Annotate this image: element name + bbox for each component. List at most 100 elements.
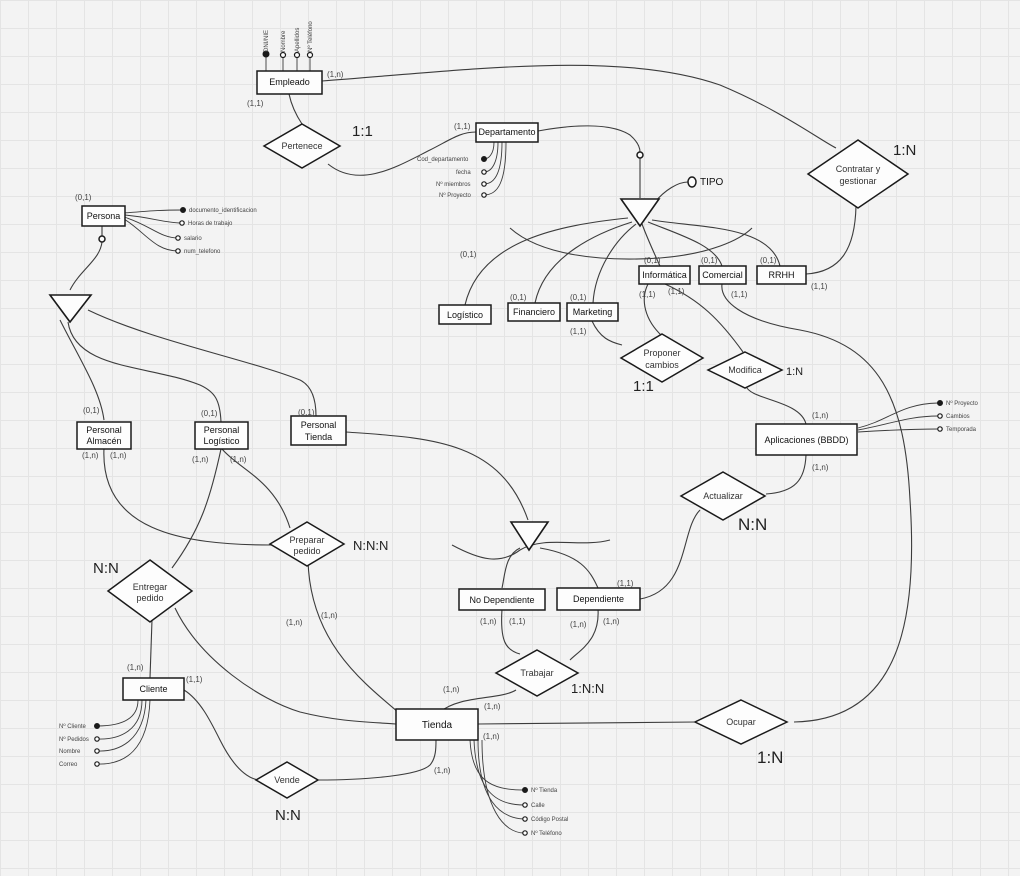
attr-persona-documento: documento_identificacion — [189, 208, 257, 214]
relationship-vende[interactable]: Vende — [254, 761, 320, 799]
card-c12: (1,1) — [668, 287, 685, 296]
specialization-personal-tienda[interactable] — [509, 521, 550, 552]
card-c17: (1,n) — [812, 463, 829, 472]
attr-aplicaciones-temporada: Temporada — [946, 427, 977, 433]
entity-departamento[interactable]: Departamento — [475, 122, 539, 143]
relationship-pertenece[interactable]: Pertenece — [262, 123, 342, 169]
card-c11: (1,1) — [639, 290, 656, 299]
card-c30: (1,n) — [570, 620, 587, 629]
tipo-label: TIPO — [700, 177, 724, 188]
card-c15: (1,1) — [570, 327, 587, 336]
entity-cliente-label: Cliente — [139, 684, 167, 694]
entity-financiero[interactable]: Financiero — [507, 302, 561, 322]
relationship-proponer-label-1: Proponer — [643, 348, 680, 358]
card-c37: (1,n) — [434, 766, 451, 775]
ratio-contratar: 1:N — [893, 142, 916, 159]
attr-aplicaciones-proyecto: Nº Proyecto — [946, 400, 979, 407]
card-c04: (0,1) — [75, 193, 92, 202]
card-c03: (1,1) — [454, 122, 471, 131]
relationship-modifica[interactable]: Modifica — [706, 351, 784, 389]
attr-persona-horas: Horas de trabajo — [188, 221, 233, 227]
card-c28: (1,n) — [480, 617, 497, 626]
card-c06: (0,1) — [644, 256, 661, 265]
attribute-labels: DNI/NIE Nombre Apellidos Nº Teléfono Cod… — [59, 21, 979, 837]
attr-empleado-telefono: Nº Teléfono — [307, 21, 314, 52]
relationship-actualizar[interactable]: Actualizar — [679, 471, 767, 521]
entity-rrhh[interactable]: RRHH — [756, 265, 807, 285]
entity-cliente[interactable]: Cliente — [122, 677, 185, 701]
attr-departamento-miembros: Nº miembros — [436, 181, 471, 188]
entity-persona-label: Persona — [87, 211, 121, 221]
connector-lines — [59, 54, 939, 834]
ratio-proponer: 1:1 — [633, 378, 654, 395]
relationship-proponer[interactable]: Proponer cambios — [619, 333, 705, 383]
entity-aplicaciones-label: Aplicaciones (BBDD) — [764, 435, 848, 445]
card-c33: (1,1) — [186, 675, 203, 684]
relationship-entregar-label-1: Entregar — [133, 582, 168, 592]
attr-departamento-proyecto: Nº Proyecto — [439, 192, 472, 199]
entity-aplicaciones[interactable]: Aplicaciones (BBDD) — [755, 423, 858, 456]
entity-empleado[interactable]: Empleado — [256, 70, 323, 95]
card-c18: (0,1) — [83, 406, 100, 415]
relationship-ocupar-label: Ocupar — [726, 717, 756, 727]
attr-departamento-fecha: fecha — [456, 170, 471, 176]
card-c22: (1,n) — [110, 451, 127, 460]
entity-informatica[interactable]: Informática — [638, 265, 691, 285]
entity-personal-tienda-label-2: Tienda — [305, 432, 332, 442]
relationship-contratar[interactable]: Contratar y gestionar — [806, 139, 910, 209]
attr-cliente-nombre: Nombre — [59, 749, 81, 755]
card-c01: (1,n) — [327, 70, 344, 79]
relationship-ocupar[interactable]: Ocupar — [693, 699, 789, 745]
card-c20: (0,1) — [298, 408, 315, 417]
entity-personal-logistico-label-1: Personal — [204, 425, 240, 435]
entity-personal-almacen-label-1: Personal — [86, 425, 122, 435]
entity-marketing[interactable]: Marketing — [566, 302, 619, 322]
relationship-preparar-label-1: Preparar — [289, 535, 324, 545]
card-c23: (1,n) — [192, 455, 209, 464]
entity-personal-tienda[interactable]: Personal Tienda — [290, 415, 347, 446]
attr-aplicaciones-cambios: Cambios — [946, 414, 970, 420]
card-c08: (0,1) — [760, 256, 777, 265]
entity-dependiente[interactable]: Dependiente — [556, 587, 641, 611]
relationship-entregar-label-2: pedido — [136, 593, 163, 603]
entity-logistico-label: Logístico — [447, 310, 483, 320]
entity-personal-logistico-label-2: Logístico — [203, 436, 239, 446]
entity-personal-logistico[interactable]: Personal Logístico — [194, 421, 249, 450]
entity-comercial-label: Comercial — [702, 270, 743, 280]
entity-no-dependiente[interactable]: No Dependiente — [458, 588, 546, 611]
card-c31: (1,n) — [603, 617, 620, 626]
relationship-entregar[interactable]: Entregar pedido — [106, 559, 194, 623]
entity-tienda-label: Tienda — [422, 720, 453, 731]
relationship-preparar[interactable]: Preparar pedido — [268, 521, 346, 567]
specialization-departamento[interactable] — [619, 151, 661, 228]
card-c19: (0,1) — [201, 409, 218, 418]
ratio-entregar: N:N — [93, 560, 119, 577]
entity-logistico[interactable]: Logístico — [438, 304, 492, 325]
ratio-modifica: 1:N — [786, 366, 803, 378]
entity-persona[interactable]: Persona — [81, 205, 126, 227]
specialization-persona[interactable] — [48, 235, 106, 324]
entity-rrhh-label: RRHH — [769, 270, 795, 280]
relationship-trabajar[interactable]: Trabajar — [494, 649, 580, 697]
attr-cliente-pedidos: Nº Pedidos — [59, 736, 89, 743]
entity-empleado-label: Empleado — [269, 77, 310, 87]
card-c02: (1,1) — [247, 99, 264, 108]
entity-marketing-label: Marketing — [573, 307, 613, 317]
card-c24: (1,n) — [230, 455, 247, 464]
card-c10: (0,1) — [570, 293, 587, 302]
entity-informatica-label: Informática — [642, 270, 687, 280]
relationship-pertenece-label: Pertenece — [281, 141, 322, 151]
relationship-vende-label: Vende — [274, 775, 300, 785]
entity-comercial[interactable]: Comercial — [698, 265, 747, 285]
card-c14: (1,1) — [811, 282, 828, 291]
attr-empleado-apellidos: Apellidos — [295, 28, 301, 52]
card-c35: (1,n) — [484, 702, 501, 711]
card-c21: (1,n) — [82, 451, 99, 460]
entity-tienda[interactable]: Tienda — [395, 708, 479, 741]
relationship-contratar-label-1: Contratar y — [836, 164, 881, 174]
tipo-discriminator[interactable]: TIPO — [687, 176, 724, 188]
entity-personal-almacen[interactable]: Personal Almacén — [76, 421, 132, 450]
relationship-actualizar-label: Actualizar — [703, 491, 743, 501]
entity-dependiente-label: Dependiente — [573, 594, 624, 604]
card-c07: (0,1) — [701, 256, 718, 265]
